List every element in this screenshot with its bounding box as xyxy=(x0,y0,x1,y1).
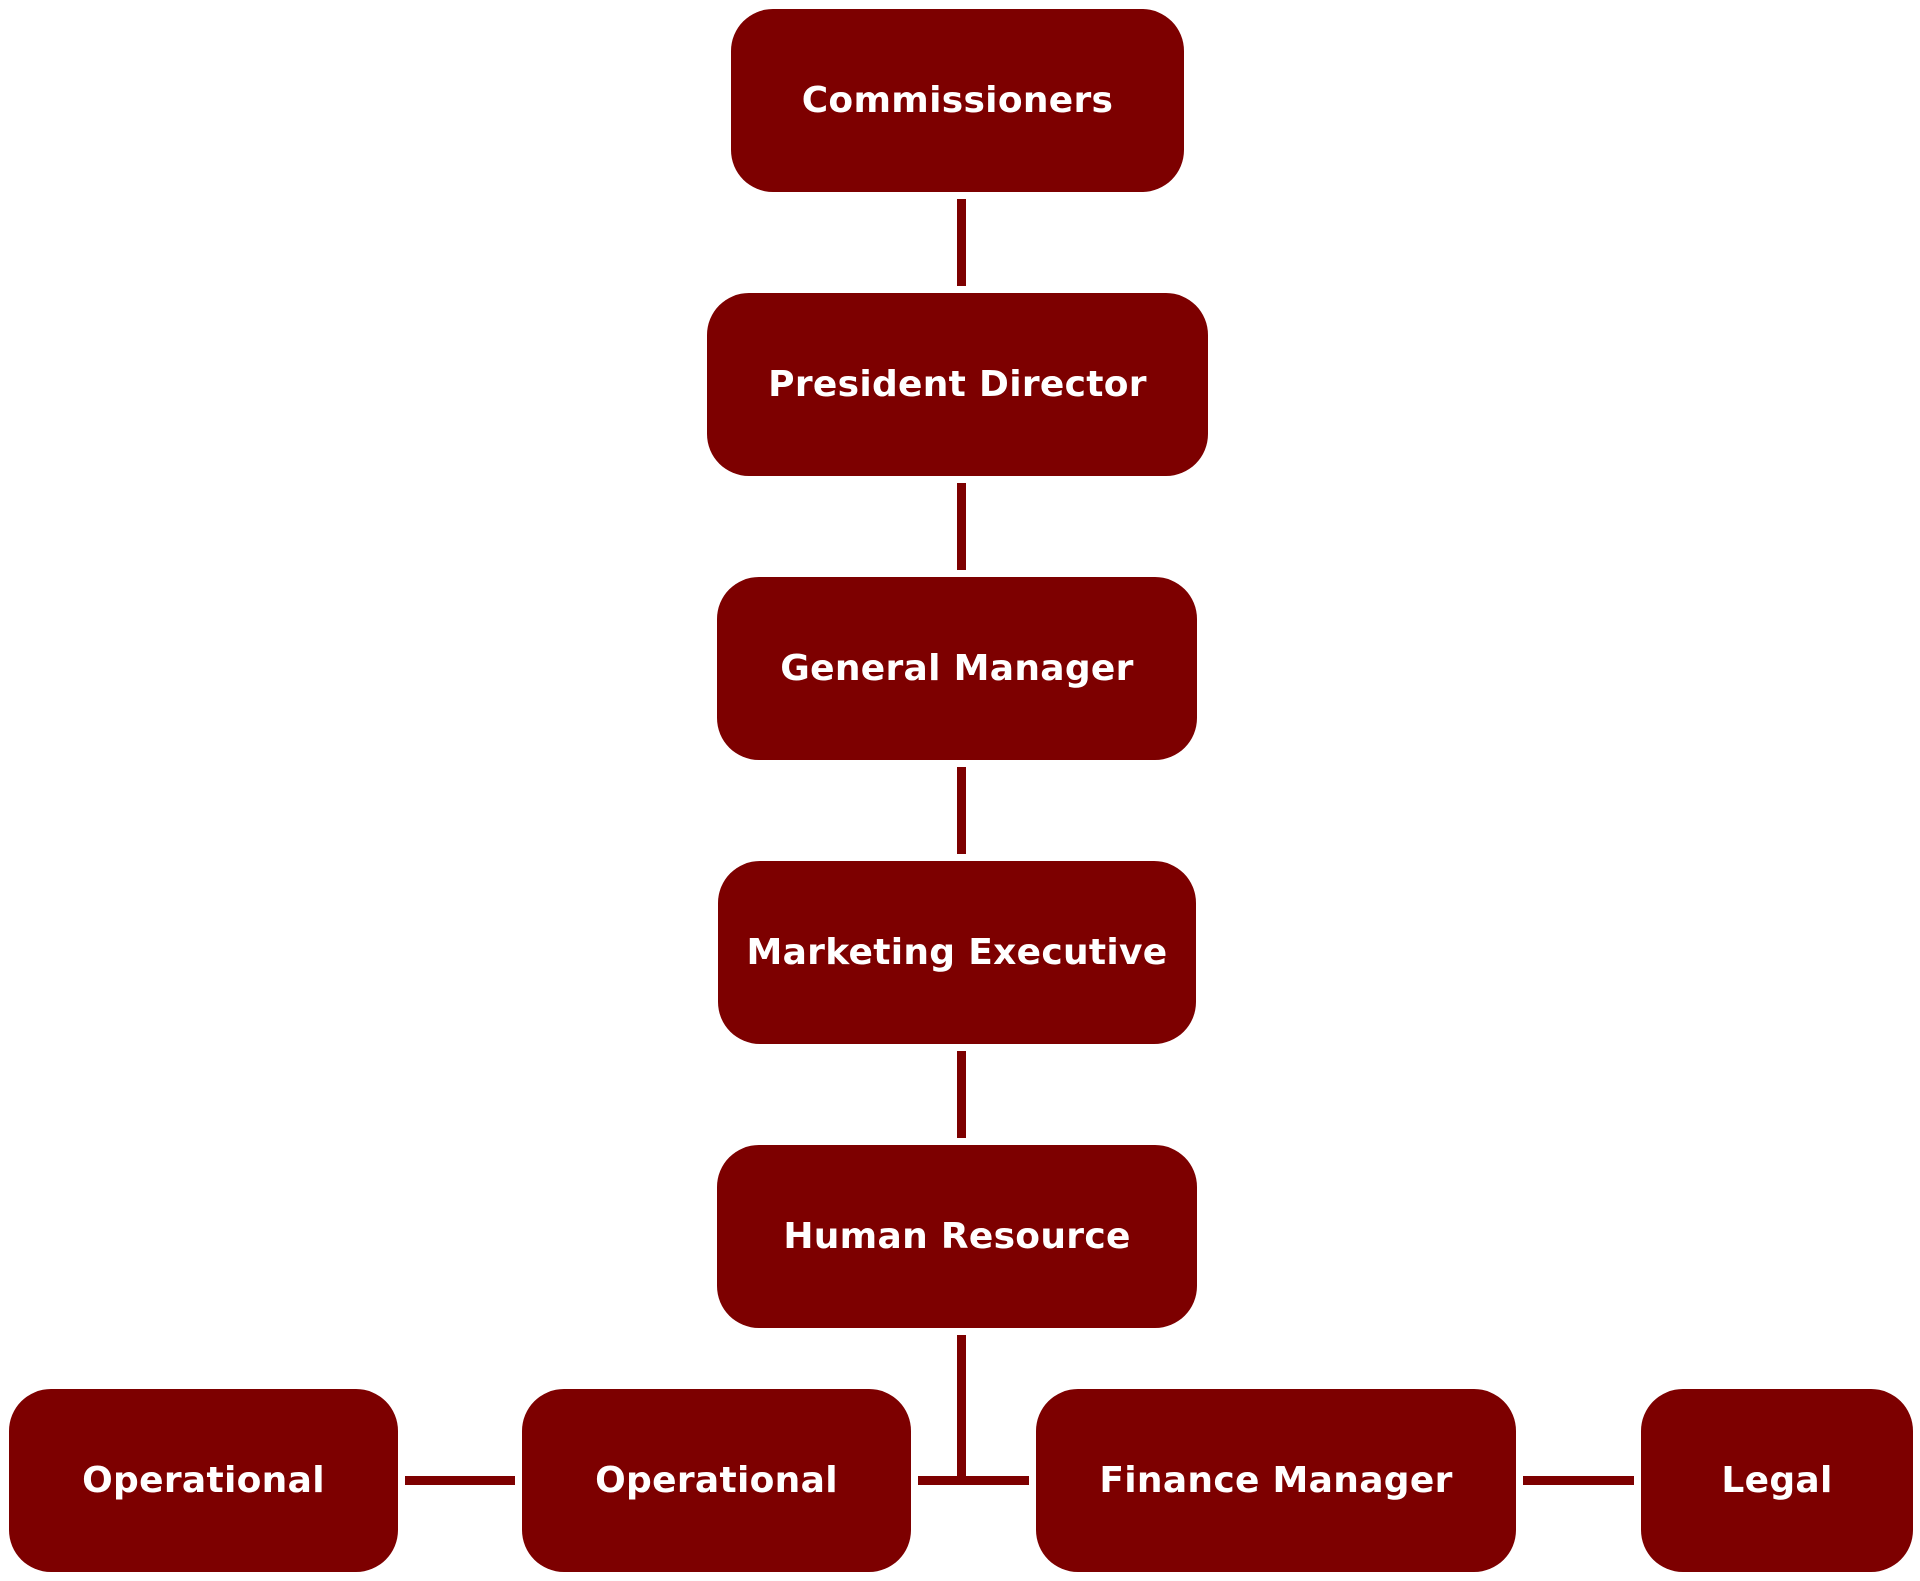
node-operational-right: Operational xyxy=(522,1389,911,1572)
node-label: Operational xyxy=(82,1460,325,1501)
connector-commissioners-president xyxy=(957,199,966,286)
node-label: Marketing Executive xyxy=(746,932,1168,973)
node-label: Human Resource xyxy=(783,1216,1131,1257)
node-marketing-executive: Marketing Executive xyxy=(718,861,1196,1044)
node-president-director: President Director xyxy=(707,293,1208,476)
connector-finance-legal xyxy=(1523,1476,1634,1485)
node-human-resource: Human Resource xyxy=(717,1145,1197,1328)
connector-operational-operational xyxy=(405,1476,515,1485)
node-label: General Manager xyxy=(780,648,1134,689)
connector-branch-horizontal xyxy=(918,1476,1029,1485)
node-operational-left: Operational xyxy=(9,1389,398,1572)
node-commissioners: Commissioners xyxy=(731,9,1184,192)
node-label: Finance Manager xyxy=(1099,1460,1453,1501)
connector-marketing-hr xyxy=(957,1051,966,1138)
node-legal: Legal xyxy=(1641,1389,1913,1572)
node-label: Operational xyxy=(595,1460,838,1501)
node-finance-manager: Finance Manager xyxy=(1036,1389,1516,1572)
node-label: Commissioners xyxy=(801,80,1114,121)
node-general-manager: General Manager xyxy=(717,577,1197,760)
connector-general-marketing xyxy=(957,767,966,854)
node-label: Legal xyxy=(1721,1460,1833,1501)
connector-hr-branch xyxy=(957,1335,966,1481)
connector-president-general xyxy=(957,483,966,570)
node-label: President Director xyxy=(768,364,1147,405)
